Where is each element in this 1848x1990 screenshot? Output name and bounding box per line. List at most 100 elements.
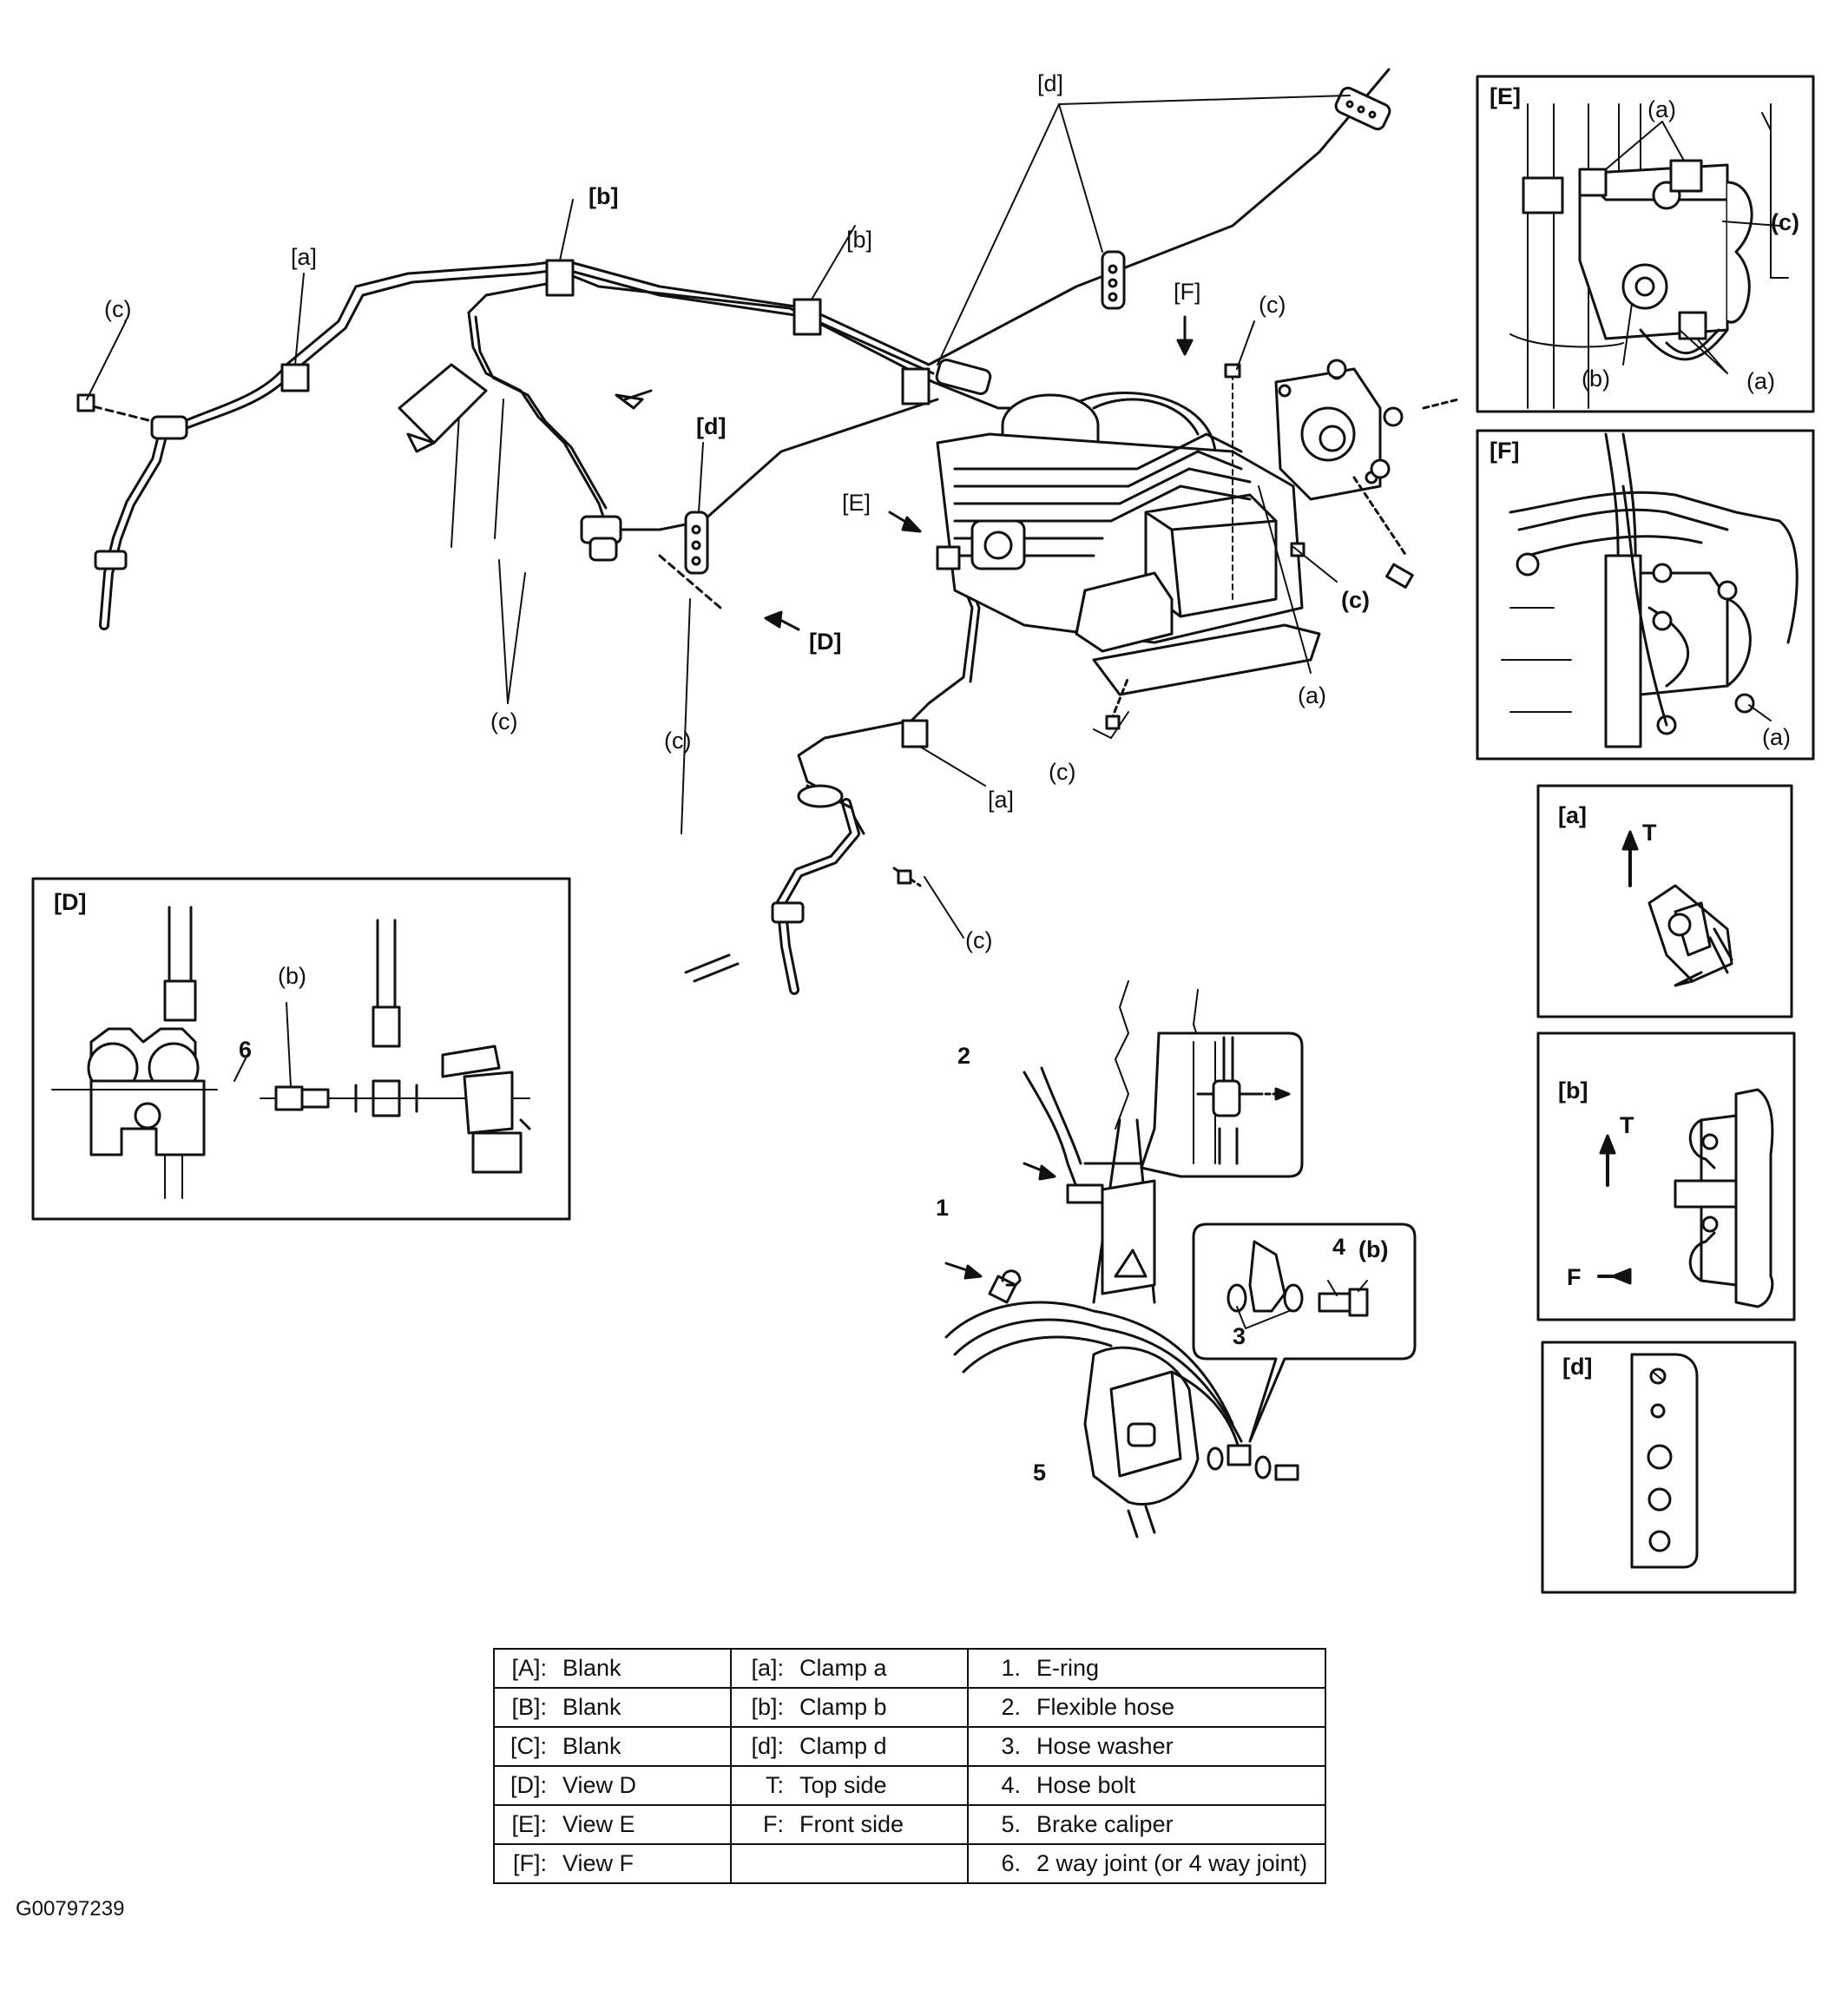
legend-value: View F	[562, 1850, 635, 1876]
label-E-pointer: [E]	[842, 490, 871, 516]
legend-cell: [D]:View D	[493, 1765, 732, 1806]
legend-key: [F]:	[513, 1850, 547, 1876]
legend-cell: T:Top side	[730, 1765, 969, 1806]
master-cylinder-assembly	[936, 359, 1460, 730]
caliper-num2: 2	[957, 1043, 970, 1069]
legend-cell: 6.2 way joint (or 4 way joint)	[967, 1843, 1326, 1884]
legend-key: [C]:	[510, 1733, 547, 1759]
view-E-title: [E]	[1490, 83, 1521, 109]
caliper-detail	[944, 980, 1417, 1539]
legend-value: E-ring	[1036, 1655, 1100, 1681]
legend-value: Hose washer	[1036, 1733, 1174, 1759]
caliper-num5: 5	[1033, 1460, 1046, 1486]
legend-key: 5.	[1001, 1811, 1021, 1837]
legend-row: [B]: Blank [b]: Clamp b 2. Flexible hose	[493, 1687, 1326, 1728]
pipe-clamps	[280, 86, 1391, 748]
label-a-bottom: [a]	[988, 787, 1014, 813]
legend-value: Brake caliper	[1036, 1811, 1174, 1837]
legend-cell: 4. Hose bolt	[967, 1765, 1326, 1806]
legend-cell: F: Front side	[730, 1804, 969, 1845]
label-d-mid: [d]	[696, 413, 726, 439]
caliper-num3: 3	[1233, 1323, 1246, 1349]
legend-key: F:	[763, 1811, 784, 1837]
legend-cell: 2. Flexible hose	[967, 1687, 1326, 1728]
legend-key: 2.	[1001, 1694, 1021, 1720]
legend-key: [a]:	[751, 1655, 784, 1681]
clamp-b-F: F	[1567, 1264, 1582, 1290]
label-b-mid: [b]	[846, 227, 872, 253]
view-F-panel	[1476, 429, 1815, 761]
label-c5: (c)	[490, 708, 517, 735]
legend-row: [A]:Blank [a]: Clamp a 1. E-ring	[493, 1648, 1326, 1689]
caliper-num4: 4	[1332, 1234, 1345, 1260]
clamp-a-title: [a]	[1558, 802, 1587, 828]
view-D-b: (b)	[278, 963, 306, 989]
view-E-a-top: (a)	[1647, 96, 1676, 122]
legend-value: Blank	[562, 1694, 621, 1720]
label-c6: (c)	[664, 728, 691, 754]
clamp-a-T: T	[1642, 820, 1657, 846]
legend-cell	[730, 1843, 969, 1884]
legend-value: Clamp b	[799, 1694, 887, 1720]
legend-value: Blank	[562, 1655, 621, 1681]
legend-row: [C]: Blank [d]: Clamp d 3. Hose washer	[493, 1726, 1326, 1767]
legend-key: [d]:	[751, 1733, 784, 1759]
legend-cell: [A]:Blank	[493, 1648, 732, 1689]
clamp-b-T: T	[1620, 1112, 1634, 1138]
clamp-d-title: [d]	[1562, 1354, 1592, 1380]
legend-table: [A]:Blank [a]: Clamp a 1. E-ring [B]: Blank [b]…	[493, 1648, 1326, 1884]
legend-cell: [d]: Clamp d	[730, 1726, 969, 1767]
legend-cell: [E]:View E	[493, 1804, 732, 1845]
legend-cell: [B]: Blank	[493, 1687, 732, 1728]
legend-value: Front side	[799, 1811, 904, 1837]
legend-cell: [C]: Blank	[493, 1726, 732, 1767]
view-D-panel	[31, 877, 571, 1221]
label-b-left: [b]	[589, 183, 618, 209]
legend-key: [B]:	[511, 1694, 547, 1720]
view-E-a-bottom: (a)	[1746, 368, 1775, 394]
legend-value: View D	[562, 1772, 637, 1798]
view-F-a: (a)	[1762, 724, 1791, 750]
leader-lines	[86, 95, 1351, 939]
legend-row: [F]: View F 6.2 way joint (or 4 way joint)	[493, 1843, 1326, 1884]
legend-cell: 1. E-ring	[967, 1648, 1326, 1689]
view-E-c: (c)	[1771, 209, 1799, 235]
label-a-small: (a)	[1298, 682, 1326, 708]
legend-value: Flexible hose	[1036, 1694, 1175, 1720]
legend-cell: 5. Brake caliper	[967, 1804, 1326, 1845]
caliper-b: (b)	[1358, 1236, 1388, 1262]
caliper-num1: 1	[936, 1195, 949, 1221]
legend-value: Clamp d	[799, 1733, 887, 1759]
legend-cell: [a]: Clamp a	[730, 1648, 969, 1689]
legend-key: 3.	[1001, 1733, 1021, 1759]
label-c2: (c)	[1259, 292, 1286, 318]
legend-value: View E	[562, 1811, 635, 1837]
label-c7: (c)	[965, 927, 992, 953]
view-pointer-arrows	[764, 315, 1194, 631]
legend-key: 1.	[1001, 1655, 1021, 1681]
view-F-title: [F]	[1490, 438, 1519, 464]
legend-key: [b]:	[751, 1694, 784, 1720]
label-c3: (c)	[1341, 587, 1370, 613]
legend-value: Hose bolt	[1036, 1772, 1136, 1798]
legend-key: 4.	[1001, 1772, 1021, 1798]
label-c1: (c)	[104, 296, 131, 322]
legend-value: Blank	[562, 1733, 621, 1759]
legend-value: 2 way joint (or 4 way joint)	[1036, 1850, 1308, 1876]
label-d-top: [d]	[1037, 70, 1063, 96]
label-a-top: [a]	[291, 244, 317, 270]
view-D-num6: 6	[239, 1037, 252, 1063]
clamp-a-panel	[1536, 784, 1793, 1018]
left-flexible-hose	[76, 393, 188, 630]
legend-cell: [F]: View F	[493, 1843, 732, 1884]
legend-value: Clamp a	[799, 1655, 887, 1681]
right-flexible-hose	[684, 784, 922, 995]
label-F-pointer: [F]	[1174, 279, 1201, 305]
clamp-b-panel	[1536, 1031, 1796, 1321]
legend-row: [E]:View E F: Front side 5. Brake caliper	[493, 1804, 1326, 1845]
diagram-labels: [d] [b] [b] [a] (c) [d] [F] (c) [E] [D] …	[54, 70, 1799, 1486]
clamp-b-title: [b]	[1558, 1077, 1588, 1104]
clamp-d-panel	[1541, 1341, 1797, 1594]
